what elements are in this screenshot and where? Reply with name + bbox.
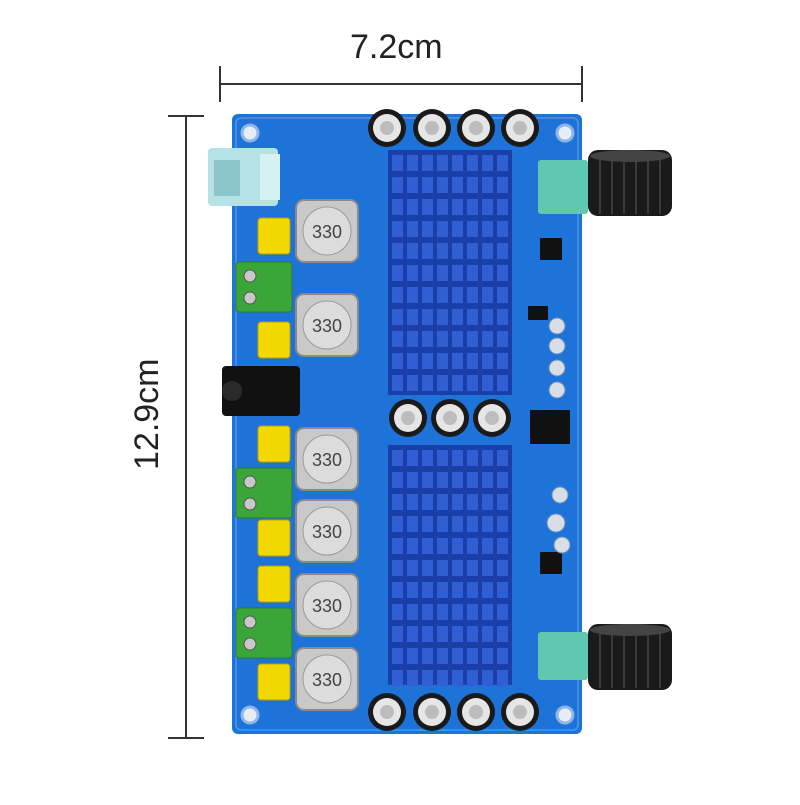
heatsink-top [388, 150, 512, 395]
inductor-label: 330 [312, 522, 342, 542]
width-dimension-line [219, 66, 583, 102]
heatsink-bottom [388, 445, 512, 686]
capacitors [368, 109, 539, 731]
height-dimension-line [168, 115, 204, 739]
inductor-label: 330 [312, 316, 342, 336]
inductor-label: 330 [312, 596, 342, 616]
jumper-blocks [257, 217, 291, 701]
inductor-label: 330 [312, 450, 342, 470]
inductors: 330 330 330 330 330 330 [295, 199, 359, 711]
speaker-terminals [235, 261, 293, 659]
ic-chips [528, 238, 570, 574]
volume-knob-bottom [538, 624, 672, 690]
mounting-holes [240, 123, 575, 725]
height-dimension-label: 12.9cm [128, 358, 166, 471]
dc-power-jack [222, 366, 300, 416]
audio-input-jack [208, 148, 280, 206]
width-dimension-label: 7.2cm [350, 28, 443, 66]
small-components [546, 317, 571, 554]
volume-knob-top [538, 150, 672, 216]
inductor-label: 330 [312, 222, 342, 242]
inductor-label: 330 [312, 670, 342, 690]
